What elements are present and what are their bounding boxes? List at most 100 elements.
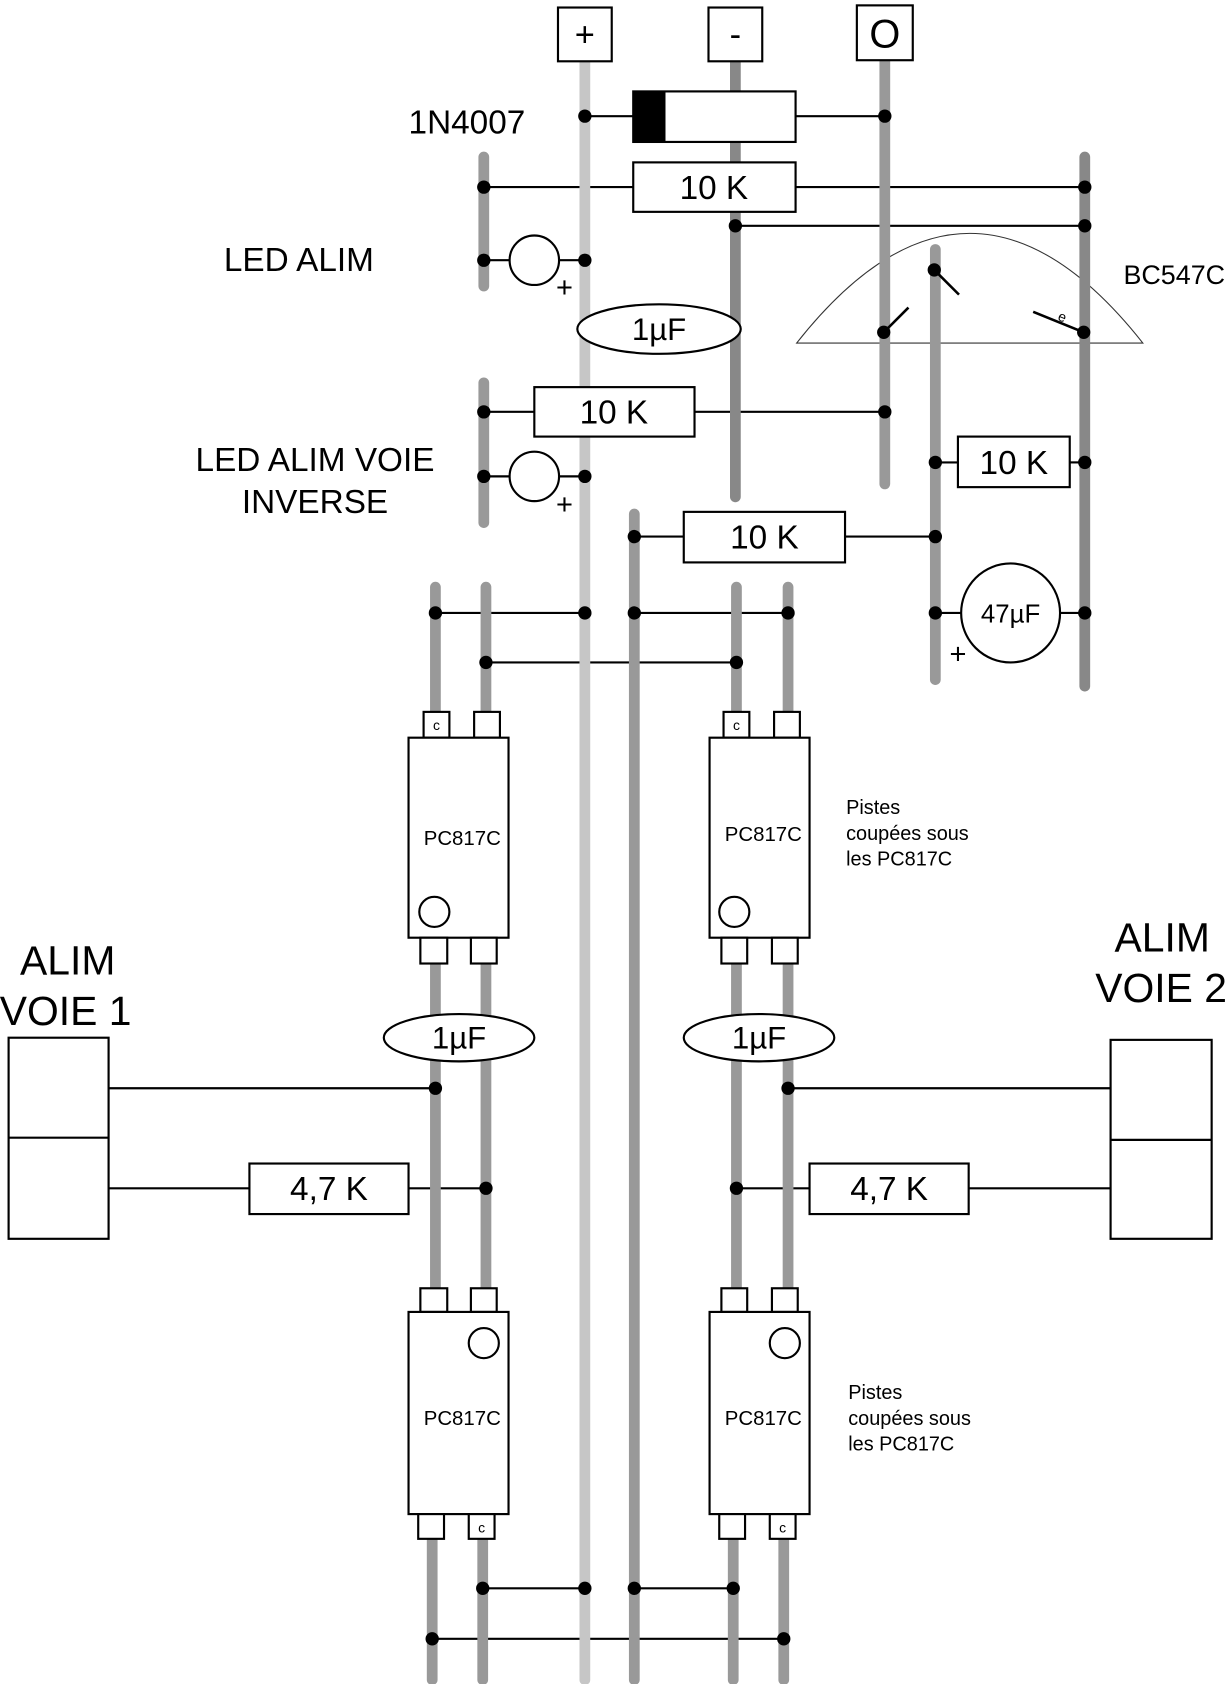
terminal-output-label: O <box>869 12 900 56</box>
opto-label: PC817C <box>424 828 501 850</box>
connector-track1-label-line2: VOIE 1 <box>0 988 131 1034</box>
note-line: Pistes <box>846 797 900 819</box>
note-line: coupées sous <box>846 823 969 845</box>
led-reverse-label-line2: INVERSE <box>242 484 388 521</box>
terminal-output: O <box>855 4 914 62</box>
opto-pin <box>417 1513 446 1540</box>
led-reverse: + <box>508 450 573 521</box>
resistor-base-value: 10 K <box>730 519 799 556</box>
capacitor-track2-body <box>682 1012 836 1063</box>
opto-label: PC817C <box>725 1408 802 1430</box>
opto-collector-mark: c <box>733 717 740 733</box>
solder-joint <box>878 109 892 123</box>
terminal-plus-label: + <box>575 16 595 54</box>
opto-pin <box>773 710 801 739</box>
resistor-track2-value: 4,7 K <box>850 1171 928 1208</box>
solder-joint <box>578 1581 592 1595</box>
resistor-led-value: 10 K <box>580 395 649 432</box>
opto-pin <box>419 936 449 965</box>
note-bottom: Pistes coupées sous les PC817C <box>848 1382 971 1456</box>
opto-pin <box>473 710 502 739</box>
resistor-track2-body <box>808 1162 970 1216</box>
led-reverse-body <box>508 450 561 503</box>
opto-pin1-marker-icon <box>768 1326 801 1360</box>
opto-pin <box>419 1287 449 1314</box>
opto-pin1-marker-icon <box>418 895 451 929</box>
solder-joint <box>627 1581 641 1595</box>
terminal-minus-label: - <box>730 16 741 54</box>
solder-joint <box>1078 219 1092 233</box>
opto-body <box>708 1310 811 1516</box>
resistor-track2: 4,7 K <box>808 1162 970 1216</box>
diode-1n4007 <box>632 90 797 144</box>
terminal-plus: + <box>556 6 613 63</box>
solder-joint <box>928 455 943 470</box>
capacitor-top-value: 1µF <box>632 312 686 347</box>
resistor-track1: 4,7 K <box>248 1162 410 1216</box>
solder-joint <box>1078 180 1092 194</box>
opto-pin <box>422 710 451 739</box>
solder-joint <box>781 606 795 620</box>
note-line: les PC817C <box>848 1434 954 1456</box>
led-reverse-label-line1: LED ALIM VOIE <box>196 442 435 479</box>
optocoupler-top-left: c PC817C <box>407 710 510 965</box>
connector-track2-label-line2: VOIE 2 <box>1095 965 1227 1011</box>
resistor-top: 10 K <box>632 161 797 213</box>
solder-joints-layer <box>425 109 1092 1646</box>
solder-joint <box>477 405 491 419</box>
resistor-top-body <box>632 161 797 213</box>
transistor-body-outline <box>795 233 1144 344</box>
capacitor-electrolytic-value: 47µF <box>981 601 1040 629</box>
led-power-polarity: + <box>556 272 573 304</box>
resistor-bias: 10 K <box>956 435 1071 489</box>
solder-joint <box>479 1181 493 1195</box>
led-power-label: LED ALIM <box>224 242 374 279</box>
solder-joint <box>781 1081 795 1095</box>
opto-pin <box>469 936 498 965</box>
capacitor-top-body <box>576 303 742 355</box>
terminal-minus-box <box>707 6 764 63</box>
note-line: les PC817C <box>846 849 952 871</box>
opto-collector-mark: c <box>478 1519 485 1535</box>
opto-pin <box>718 1513 747 1540</box>
opto-label: PC817C <box>424 1408 501 1430</box>
resistor-base-body <box>682 510 847 564</box>
solder-joint <box>477 180 491 194</box>
transistor-lead <box>1032 310 1085 334</box>
opto-pin <box>770 936 799 965</box>
solder-joint <box>729 655 744 670</box>
connector-track1: ALIM VOIE 1 <box>0 937 131 1240</box>
solder-joint <box>425 1632 439 1646</box>
capacitor-track2-value: 1µF <box>732 1020 786 1055</box>
solder-joint <box>479 655 493 670</box>
opto-label: PC817C <box>725 824 802 846</box>
opto-pin <box>467 1513 496 1540</box>
solder-joint <box>476 1581 490 1595</box>
resistor-track1-body <box>248 1162 410 1216</box>
capacitor-track1: 1µF <box>382 1012 536 1063</box>
solder-joint <box>878 405 892 419</box>
solder-joint <box>578 109 592 123</box>
opto-pin <box>768 1513 797 1540</box>
led-power-body <box>508 234 561 287</box>
terminal-minus: - <box>707 6 764 63</box>
note-top: Pistes coupées sous les PC817C <box>846 797 969 871</box>
led-reverse-polarity: + <box>556 489 573 521</box>
resistor-led-body <box>533 386 696 438</box>
terminal-output-box <box>855 4 914 62</box>
resistor-bias-value: 10 K <box>980 445 1049 482</box>
solder-joint <box>477 253 491 267</box>
solder-joint <box>428 1081 443 1095</box>
solder-joint <box>927 263 941 277</box>
leads-layer <box>882 269 1085 334</box>
capacitor-track1-body <box>382 1012 536 1063</box>
solder-joint <box>728 219 743 233</box>
resistor-bias-body <box>956 435 1071 489</box>
diode-cathode-band <box>633 91 666 142</box>
opto-pin1-marker-icon <box>467 1326 500 1360</box>
note-line: coupées sous <box>848 1408 971 1430</box>
solder-joint <box>1077 325 1091 339</box>
solder-joint <box>477 469 491 484</box>
capacitor-track2: 1µF <box>682 1012 836 1063</box>
